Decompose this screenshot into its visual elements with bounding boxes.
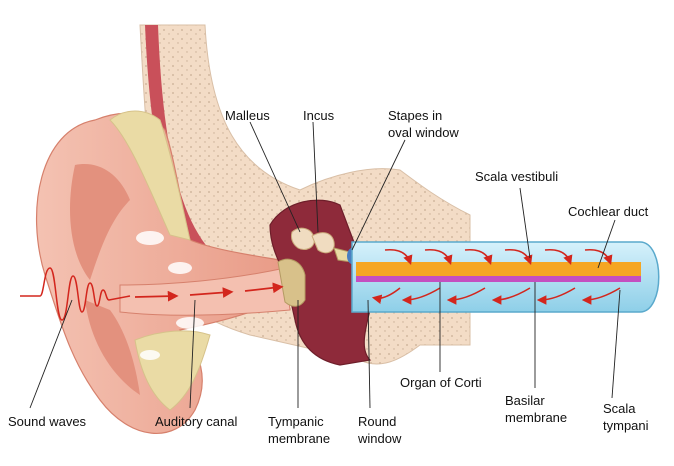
leader-lines: [29, 121, 621, 409]
cochlea-arrows-return: [371, 287, 621, 305]
pinna-fold-upper: [70, 164, 130, 280]
cartilage-highlight-2: [168, 262, 192, 274]
label-stapes-line2: oval window: [388, 125, 459, 140]
cartilage-highlight-1: [136, 231, 164, 245]
label-sound-waves: Sound waves: [8, 414, 87, 429]
label-scala-vestibuli: Scala vestibuli: [475, 169, 558, 184]
label-malleus: Malleus: [225, 108, 270, 123]
pinna-fold-lower: [85, 300, 140, 395]
label-cochlear-duct: Cochlear duct: [568, 204, 649, 219]
label-basilar-line1: Basilar: [505, 393, 545, 408]
malleus-bone: [291, 227, 315, 251]
cartilage-highlight-4: [140, 350, 160, 360]
label-round-line1: Round: [358, 414, 396, 429]
auditory-canal: [119, 267, 291, 316]
cartilage-upper: [109, 110, 191, 241]
sound-wave: [20, 267, 131, 321]
basilar-membrane-band: [356, 276, 641, 282]
tympanic-membrane: [277, 258, 306, 307]
label-scala-tympani-line1: Scala: [603, 401, 636, 416]
label-scala-tympani-line2: tympani: [603, 418, 649, 433]
canal-arrow-2: [189, 287, 234, 298]
label-auditory-canal: Auditory canal: [155, 414, 237, 429]
canal-arrow-3: [244, 282, 284, 294]
skin-layer: [145, 25, 210, 258]
cartilage-highlight-3: [176, 317, 204, 329]
label-round-line2: window: [357, 431, 402, 446]
canal-arrow-1: [134, 290, 179, 302]
incus-bone: [311, 232, 335, 254]
label-tympanic-line2: membrane: [268, 431, 330, 446]
label-stapes-line1: Stapes in: [388, 108, 442, 123]
label-organ-of-corti: Organ of Corti: [400, 375, 482, 390]
cochlea-arrows-forward: [384, 248, 613, 266]
scala-vestibuli-band: [356, 262, 641, 276]
label-basilar-line2: membrane: [505, 410, 567, 425]
label-incus: Incus: [303, 108, 335, 123]
label-tympanic-line1: Tympanic: [268, 414, 324, 429]
